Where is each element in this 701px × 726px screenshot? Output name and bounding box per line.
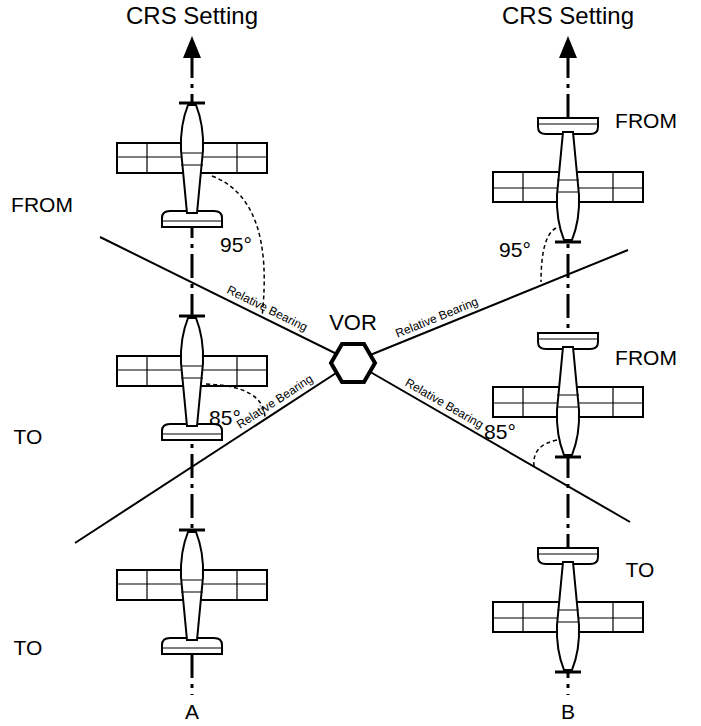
panel-letter: A [185, 700, 199, 723]
to-from-flag: FROM [11, 193, 73, 216]
bearing-label: Relative Bearing [403, 376, 486, 431]
angle-value: 95° [499, 238, 531, 261]
station-name: VOR [323, 310, 383, 336]
bearing-label: Relative Bearing [394, 295, 481, 340]
panel-letter: B [561, 700, 575, 723]
angle-arcs [206, 176, 557, 466]
to-from-flag: TO [14, 425, 43, 448]
bearing-label: Relative Bearing [225, 284, 310, 335]
angle-value: 95° [220, 233, 252, 256]
course-title: CRS Setting [126, 3, 258, 29]
vor-hexagon-outline [331, 344, 375, 382]
to-from-flag: TO [14, 636, 43, 659]
aircraft [117, 103, 643, 672]
vor-station: VOR [323, 310, 383, 384]
to-from-flag: TO [626, 558, 655, 581]
course-title: CRS Setting [502, 3, 634, 29]
to-from-flag: FROM [615, 346, 677, 369]
to-from-flag: FROM [615, 109, 677, 132]
vor-hexagon [323, 342, 383, 384]
angle-value: 85° [484, 420, 516, 443]
